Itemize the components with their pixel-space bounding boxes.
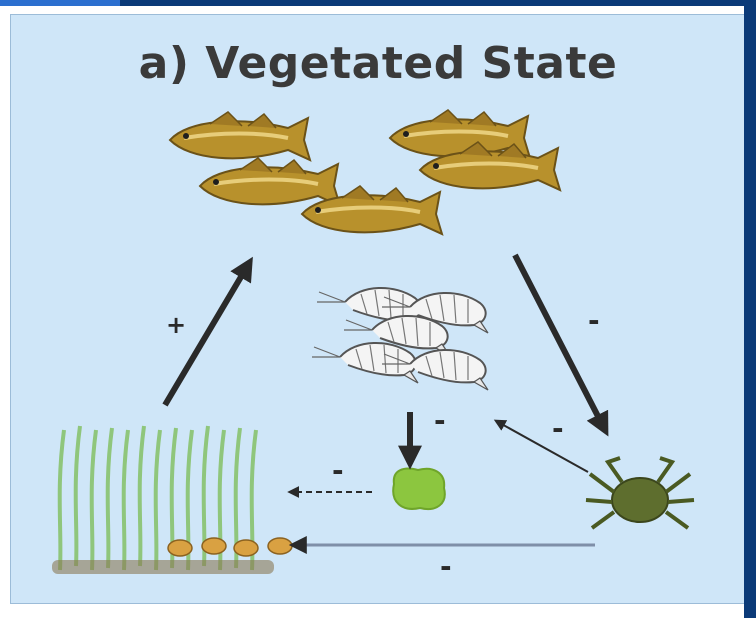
shrimp-group — [312, 288, 488, 390]
arrow-crab-to-shrimp — [498, 422, 588, 472]
cod-fish-group — [170, 110, 560, 234]
sign-crab-to-shrimp: - — [552, 412, 564, 445]
shrimp-icon — [312, 343, 418, 383]
cod-fish-icon — [200, 158, 340, 206]
algae-icon — [393, 469, 445, 509]
sign-fish-to-crab: - — [588, 304, 600, 337]
arrow-fish-to-crab — [515, 255, 604, 428]
sign-crab-to-seagrass: - — [440, 550, 452, 583]
sign-seagrass-to-fish: + — [166, 311, 186, 339]
sign-algae-to-seagrass: - — [332, 454, 344, 487]
bivalve-icon — [168, 538, 292, 556]
sign-shrimp-to-algae: - — [434, 404, 446, 437]
crab-icon — [586, 458, 694, 528]
cod-fish-icon — [170, 112, 310, 160]
